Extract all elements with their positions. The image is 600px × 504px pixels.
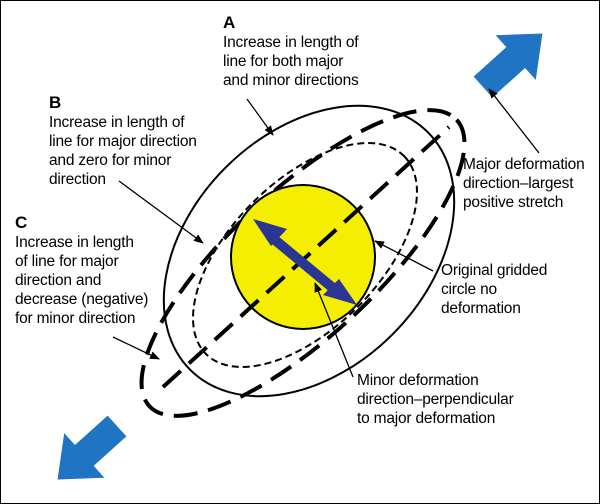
label-a-line-1: Increase in length of	[223, 34, 359, 51]
label-b-letter: B	[49, 93, 62, 112]
label-minor-line-3: to major deformation	[357, 410, 496, 427]
label-b-line-3: and zero for minor	[49, 152, 172, 169]
label-c-line-4: decrease (negative)	[15, 291, 149, 308]
label-b: B Increase in length of line for major d…	[49, 93, 197, 189]
ellipse-b	[192, 142, 418, 368]
label-original-circle: Original gridded circle no deformation	[441, 261, 547, 318]
major-direction-arrow-bottom-left	[57, 415, 127, 480]
label-c-line-3: direction and	[15, 272, 102, 289]
leader-line-c	[112, 336, 160, 360]
label-b-line-4: direction	[49, 171, 106, 188]
label-c-line-1: Increase in length	[15, 234, 134, 251]
label-major-line-1: Major deformation	[463, 156, 585, 173]
label-a: A Increase in length of line for both ma…	[223, 13, 359, 90]
leader-line-b	[118, 180, 204, 244]
minor-direction-double-arrow	[253, 219, 357, 305]
label-a-letter: A	[223, 13, 236, 32]
label-original-line-1: Original gridded	[441, 262, 548, 279]
major-axis-line	[161, 125, 451, 389]
label-c-line-2: of line for major	[15, 253, 119, 270]
label-c-letter: C	[15, 213, 28, 232]
ellipse-a	[162, 104, 456, 398]
label-a-line-3: and minor directions	[223, 72, 359, 89]
label-c: C Increase in length of line for major d…	[15, 213, 148, 328]
label-major-line-2: direction–largest	[463, 175, 574, 192]
label-minor-line-1: Minor deformation	[357, 372, 479, 389]
label-minor-deformation: Minor deformation direction–perpendicula…	[357, 371, 514, 428]
label-a-line-2: line for both major	[223, 53, 344, 70]
label-original-line-2: circle no	[441, 281, 497, 298]
label-major-deformation: Major deformation direction–largest posi…	[463, 155, 585, 212]
label-c-line-5: for minor direction	[15, 310, 136, 327]
leader-line-minor	[314, 282, 354, 378]
label-original-line-3: deformation	[441, 300, 521, 317]
major-direction-arrow-top-right	[473, 33, 543, 98]
label-b-line-1: Increase in length of	[49, 114, 185, 131]
label-major-line-3: positive stretch	[463, 194, 564, 211]
leader-line-major	[488, 88, 540, 154]
label-b-line-2: line for major direction	[49, 133, 197, 150]
leader-line-original	[374, 240, 434, 272]
leader-line-a	[246, 98, 274, 136]
label-minor-line-2: direction–perpendicular	[357, 391, 514, 408]
